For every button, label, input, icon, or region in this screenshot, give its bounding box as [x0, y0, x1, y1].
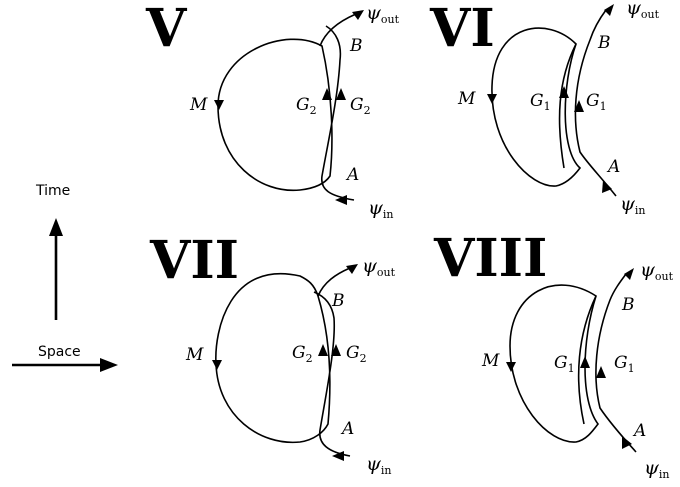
output-path — [317, 267, 351, 297]
label-a: A — [340, 419, 354, 439]
label-psi-in: ψin — [620, 193, 646, 217]
label-b: B — [331, 291, 345, 311]
panel-numeral: VII — [149, 230, 239, 291]
time-arrow-head — [49, 218, 63, 236]
panel-vii: VII M G2 G2 B A ψout ψin — [149, 230, 396, 477]
label-psi-in: ψin — [368, 197, 394, 221]
label-a: A — [345, 165, 359, 185]
label-g-left: G1 — [530, 91, 551, 113]
arrow-g-right — [331, 344, 341, 356]
arrow-g-left — [580, 356, 590, 368]
label-b: B — [621, 295, 635, 315]
panel-viii: VIII M G1 G1 B A ψout ψin — [433, 228, 674, 481]
label-g-left: G2 — [296, 95, 317, 117]
arrow-out — [346, 264, 358, 274]
arrow-m-down — [212, 360, 222, 370]
label-a: A — [606, 157, 620, 177]
time-label: Time — [35, 183, 70, 199]
label-b: B — [349, 36, 363, 56]
label-g-left: G2 — [292, 343, 313, 365]
axes: Time Space — [12, 183, 118, 372]
arrow-in — [602, 180, 612, 193]
arrow-in — [332, 451, 344, 461]
label-psi-out: ψout — [626, 0, 660, 21]
arrow-g-left — [559, 86, 569, 98]
arrow-g-left — [322, 88, 332, 100]
label-m: M — [481, 351, 500, 371]
arrow-g-right — [574, 100, 584, 112]
input-path — [313, 291, 351, 457]
arrow-g-right — [596, 366, 606, 378]
panel-v: V M G2 G2 B A ψout ψin — [145, 0, 400, 221]
label-psi-in: ψin — [366, 453, 392, 477]
label-m: M — [185, 345, 204, 365]
panel-numeral: V — [145, 0, 188, 59]
arrow-in — [335, 195, 347, 205]
input-path — [595, 273, 637, 453]
label-psi-out: ψout — [366, 2, 400, 26]
label-psi-in: ψin — [644, 457, 670, 481]
label-psi-out: ψout — [362, 255, 396, 279]
loop-m — [491, 27, 582, 187]
inner-path — [577, 295, 597, 425]
arrow-out — [604, 4, 614, 16]
label-g-left: G1 — [554, 353, 575, 375]
label-m: M — [457, 89, 476, 109]
arrow-out — [624, 268, 634, 280]
label-g-right: G1 — [614, 353, 635, 375]
loop-m — [509, 284, 599, 443]
space-arrow-head — [100, 358, 118, 372]
panel-vi: VI M G1 G1 B A ψout ψin — [429, 0, 660, 217]
label-g-right: G2 — [350, 95, 371, 117]
label-psi-out: ψout — [640, 259, 674, 283]
arrow-out — [352, 10, 364, 20]
space-label: Space — [38, 344, 81, 360]
output-path — [319, 13, 357, 47]
input-path — [321, 25, 355, 201]
label-b: B — [597, 33, 611, 53]
arrow-m-down — [506, 362, 516, 372]
panel-numeral: VIII — [433, 228, 547, 289]
loop-m — [217, 38, 333, 192]
arrow-g-right — [336, 88, 346, 100]
label-g-right: G2 — [346, 343, 367, 365]
label-g-right: G1 — [586, 91, 607, 113]
input-path — [574, 9, 617, 197]
label-a: A — [632, 421, 646, 441]
arrow-m-down — [487, 94, 497, 104]
panel-numeral: VI — [429, 0, 495, 59]
loop-m — [215, 273, 331, 444]
arrow-in — [622, 436, 632, 449]
arrow-m-down — [214, 100, 224, 110]
label-m: M — [189, 95, 208, 115]
arrow-g-left — [318, 344, 328, 356]
inner-path — [558, 43, 577, 169]
